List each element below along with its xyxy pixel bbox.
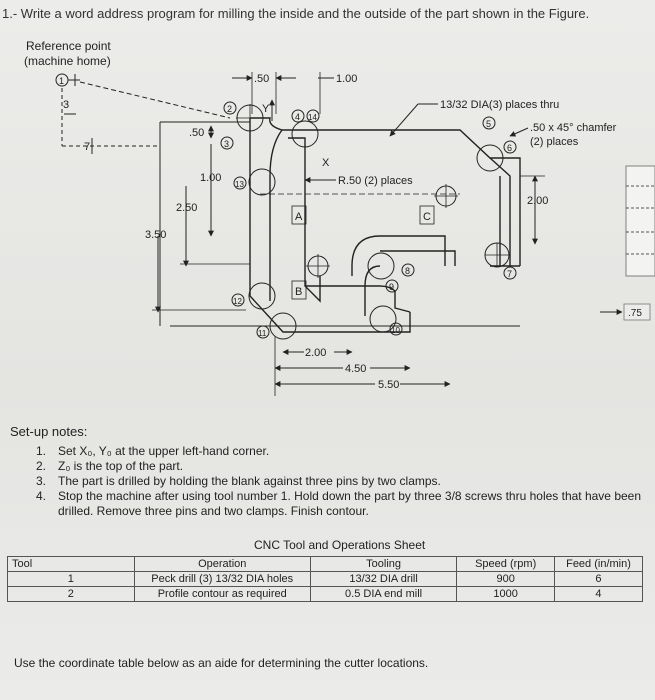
point-label-1: 1 bbox=[59, 76, 64, 86]
table-title: CNC Tool and Operations Sheet bbox=[254, 538, 426, 552]
dim-450: 4.50 bbox=[345, 363, 366, 375]
machine-home-label: (machine home) bbox=[24, 54, 111, 68]
point-label-3: 3 bbox=[224, 139, 229, 149]
cell-feed: 6 bbox=[553, 571, 644, 587]
point-label-4: 4 bbox=[295, 112, 300, 122]
hole-note: 13/32 DIA(3) places thru bbox=[440, 99, 559, 111]
setup-note: 1.Set X₀, Y₀ at the upper left-hand corn… bbox=[36, 444, 270, 458]
table-header-row: Tool Operation Tooling Speed (rpm) Feed … bbox=[7, 556, 644, 572]
rapid-path-line bbox=[79, 81, 231, 119]
chamfer-note: .50 x 45° chamfer bbox=[530, 122, 617, 134]
point-label-10: 10 bbox=[391, 326, 400, 335]
table-row: 1 Peck drill (3) 13/32 DIA holes 13/32 D… bbox=[7, 571, 644, 587]
axis-x-label: X bbox=[322, 157, 330, 169]
question-text: 1.- Write a word address program for mil… bbox=[2, 6, 590, 21]
cell-tooling: 13/32 DIA drill bbox=[309, 571, 458, 587]
dim-075: .75 bbox=[628, 308, 642, 319]
part-drawing: Reference point (machine home) 1 3 7 bbox=[0, 26, 655, 416]
setup-notes-heading: Set-up notes: bbox=[10, 424, 88, 439]
cell-speed: 1000 bbox=[456, 586, 555, 602]
cell-feed: 4 bbox=[553, 586, 644, 602]
dim-3: 3 bbox=[63, 99, 69, 111]
dim-left-050: .50 bbox=[189, 127, 204, 139]
dim-250: 2.50 bbox=[176, 202, 197, 214]
header-tool: Tool bbox=[7, 556, 135, 572]
point-label-7: 7 bbox=[507, 269, 512, 279]
dim-right-200: 2.00 bbox=[527, 195, 548, 207]
setup-note: 2.Z₀ is the top of the part. bbox=[36, 459, 184, 473]
table-row: 2 Profile contour as required 0.5 DIA en… bbox=[7, 586, 644, 602]
point-label-11: 11 bbox=[258, 329, 267, 338]
point-label-8: 8 bbox=[405, 266, 410, 276]
region-label-b: B bbox=[295, 286, 302, 298]
reference-point-label: Reference point bbox=[26, 39, 111, 53]
setup-notes-list: 1.Set X₀, Y₀ at the upper left-hand corn… bbox=[36, 444, 646, 519]
header-operation: Operation bbox=[133, 556, 311, 572]
cell-tooling: 0.5 DIA end mill bbox=[309, 586, 458, 602]
footer-instruction: Use the coordinate table below as an aid… bbox=[14, 656, 429, 670]
part-drawing-svg: Reference point (machine home) 1 3 7 bbox=[24, 39, 655, 396]
cell-operation: Profile contour as required bbox=[133, 586, 311, 602]
point-label-2: 2 bbox=[227, 104, 232, 114]
dim-350: 3.50 bbox=[145, 229, 166, 241]
region-label-c: C bbox=[423, 211, 431, 223]
dim-top-050: .50 bbox=[254, 73, 269, 85]
point-label-6: 6 bbox=[507, 143, 512, 153]
dim-7: 7 bbox=[84, 141, 90, 153]
cell-speed: 900 bbox=[456, 571, 555, 587]
cell-operation: Peck drill (3) 13/32 DIA holes bbox=[133, 571, 311, 587]
point-label-9: 9 bbox=[389, 282, 394, 292]
header-feed: Feed (in/min) bbox=[553, 556, 644, 572]
contour-top bbox=[305, 129, 521, 266]
point-label-12: 12 bbox=[233, 297, 242, 306]
radius-note: R.50 (2) places bbox=[338, 175, 413, 187]
dim-550: 5.50 bbox=[378, 379, 399, 391]
dim-left-100: 1.00 bbox=[200, 172, 221, 184]
point-label-13: 13 bbox=[235, 180, 244, 189]
region-label-a: A bbox=[295, 211, 303, 223]
dim-bottom-200: 2.00 bbox=[305, 347, 326, 359]
dim-top-100: 1.00 bbox=[336, 73, 357, 85]
axis-y-label: Y bbox=[262, 103, 270, 115]
adjacent-figure-fragment bbox=[625, 165, 655, 277]
chamfer-places: (2) places bbox=[530, 136, 579, 148]
contour-bottom bbox=[249, 118, 411, 333]
setup-note: 4.Stop the machine after using tool numb… bbox=[36, 489, 642, 518]
point-label-5: 5 bbox=[486, 119, 491, 129]
cell-tool: 2 bbox=[7, 586, 135, 602]
setup-note: 3.The part is drilled by holding the bla… bbox=[36, 474, 441, 488]
header-tooling: Tooling bbox=[309, 556, 458, 572]
header-speed: Speed (rpm) bbox=[456, 556, 555, 572]
operations-table: Tool Operation Tooling Speed (rpm) Feed … bbox=[7, 556, 644, 602]
point-label-14: 14 bbox=[308, 113, 317, 122]
cell-tool: 1 bbox=[7, 571, 135, 587]
